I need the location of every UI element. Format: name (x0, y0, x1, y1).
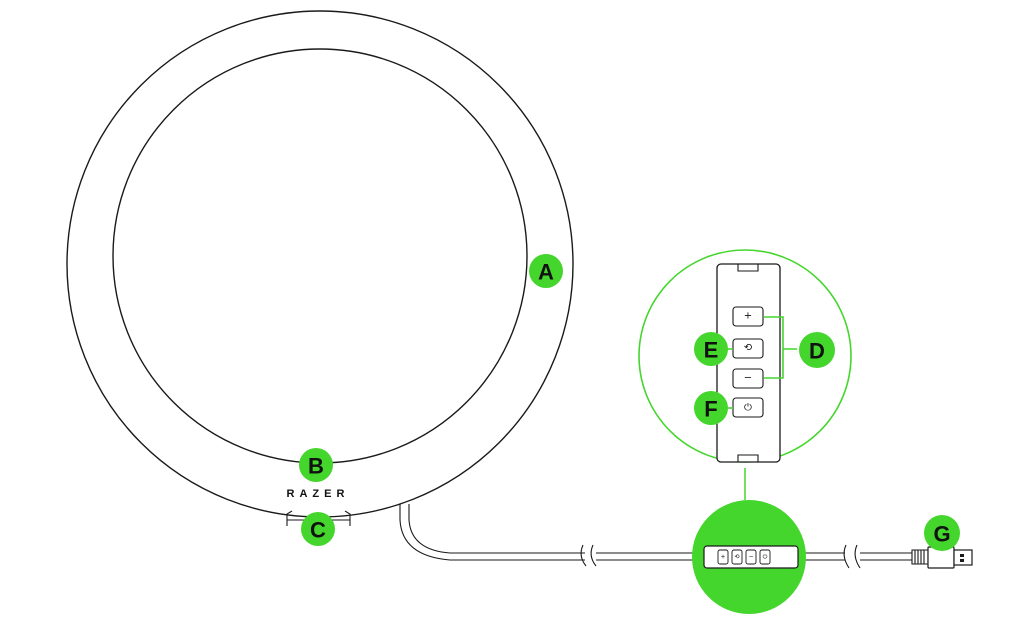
svg-text:G: G (933, 522, 950, 547)
controller-mini-button-mode (731, 549, 743, 565)
svg-text:C: C (310, 518, 326, 543)
callout-g: G (924, 515, 960, 551)
mode-toggle-icon: ⟲ (734, 554, 739, 561)
minus-icon: − (748, 554, 753, 561)
svg-text:A: A (538, 260, 554, 285)
plus-icon: + (720, 554, 725, 561)
inline-controller: + ⟲ − ⏻ (692, 468, 806, 614)
svg-text:D: D (809, 339, 825, 364)
callout-b: B (299, 448, 333, 482)
zoom-controller-body (716, 263, 781, 463)
controller-zoom: + ⟲ − ⏻ (638, 249, 852, 463)
power-icon: ⏻ (763, 554, 768, 561)
usb-plug (911, 546, 973, 569)
ring-inner-edge (112, 48, 528, 464)
svg-text:B: B (308, 454, 324, 479)
brightness-bracket (764, 316, 797, 379)
zoom-plus-icon: + (744, 311, 752, 322)
ring-outer-edge (66, 10, 574, 518)
zoom-plus-button (732, 306, 764, 327)
svg-text:F: F (704, 397, 717, 422)
callout-a: A (529, 254, 563, 288)
usb-plug-tip (953, 549, 973, 566)
callout-e: E (694, 332, 728, 366)
zoom-power-icon: ⏻ (744, 403, 752, 414)
callout-c: C (301, 512, 335, 546)
zoom-minus-button (732, 368, 764, 389)
cable-strain-relief (911, 549, 929, 565)
callout-f: F (694, 391, 728, 425)
razer-logo: RAZER (287, 488, 350, 500)
zoom-minus-icon: − (744, 373, 752, 384)
svg-text:E: E (704, 338, 719, 363)
controller-mini-button-minus (745, 549, 757, 565)
controller-mini-button-plus (717, 549, 729, 565)
callout-d: D (799, 332, 835, 368)
zoom-mode-toggle-icon: ⟲ (744, 343, 753, 354)
cable (399, 504, 912, 569)
controller-mini-button-power (759, 549, 771, 565)
